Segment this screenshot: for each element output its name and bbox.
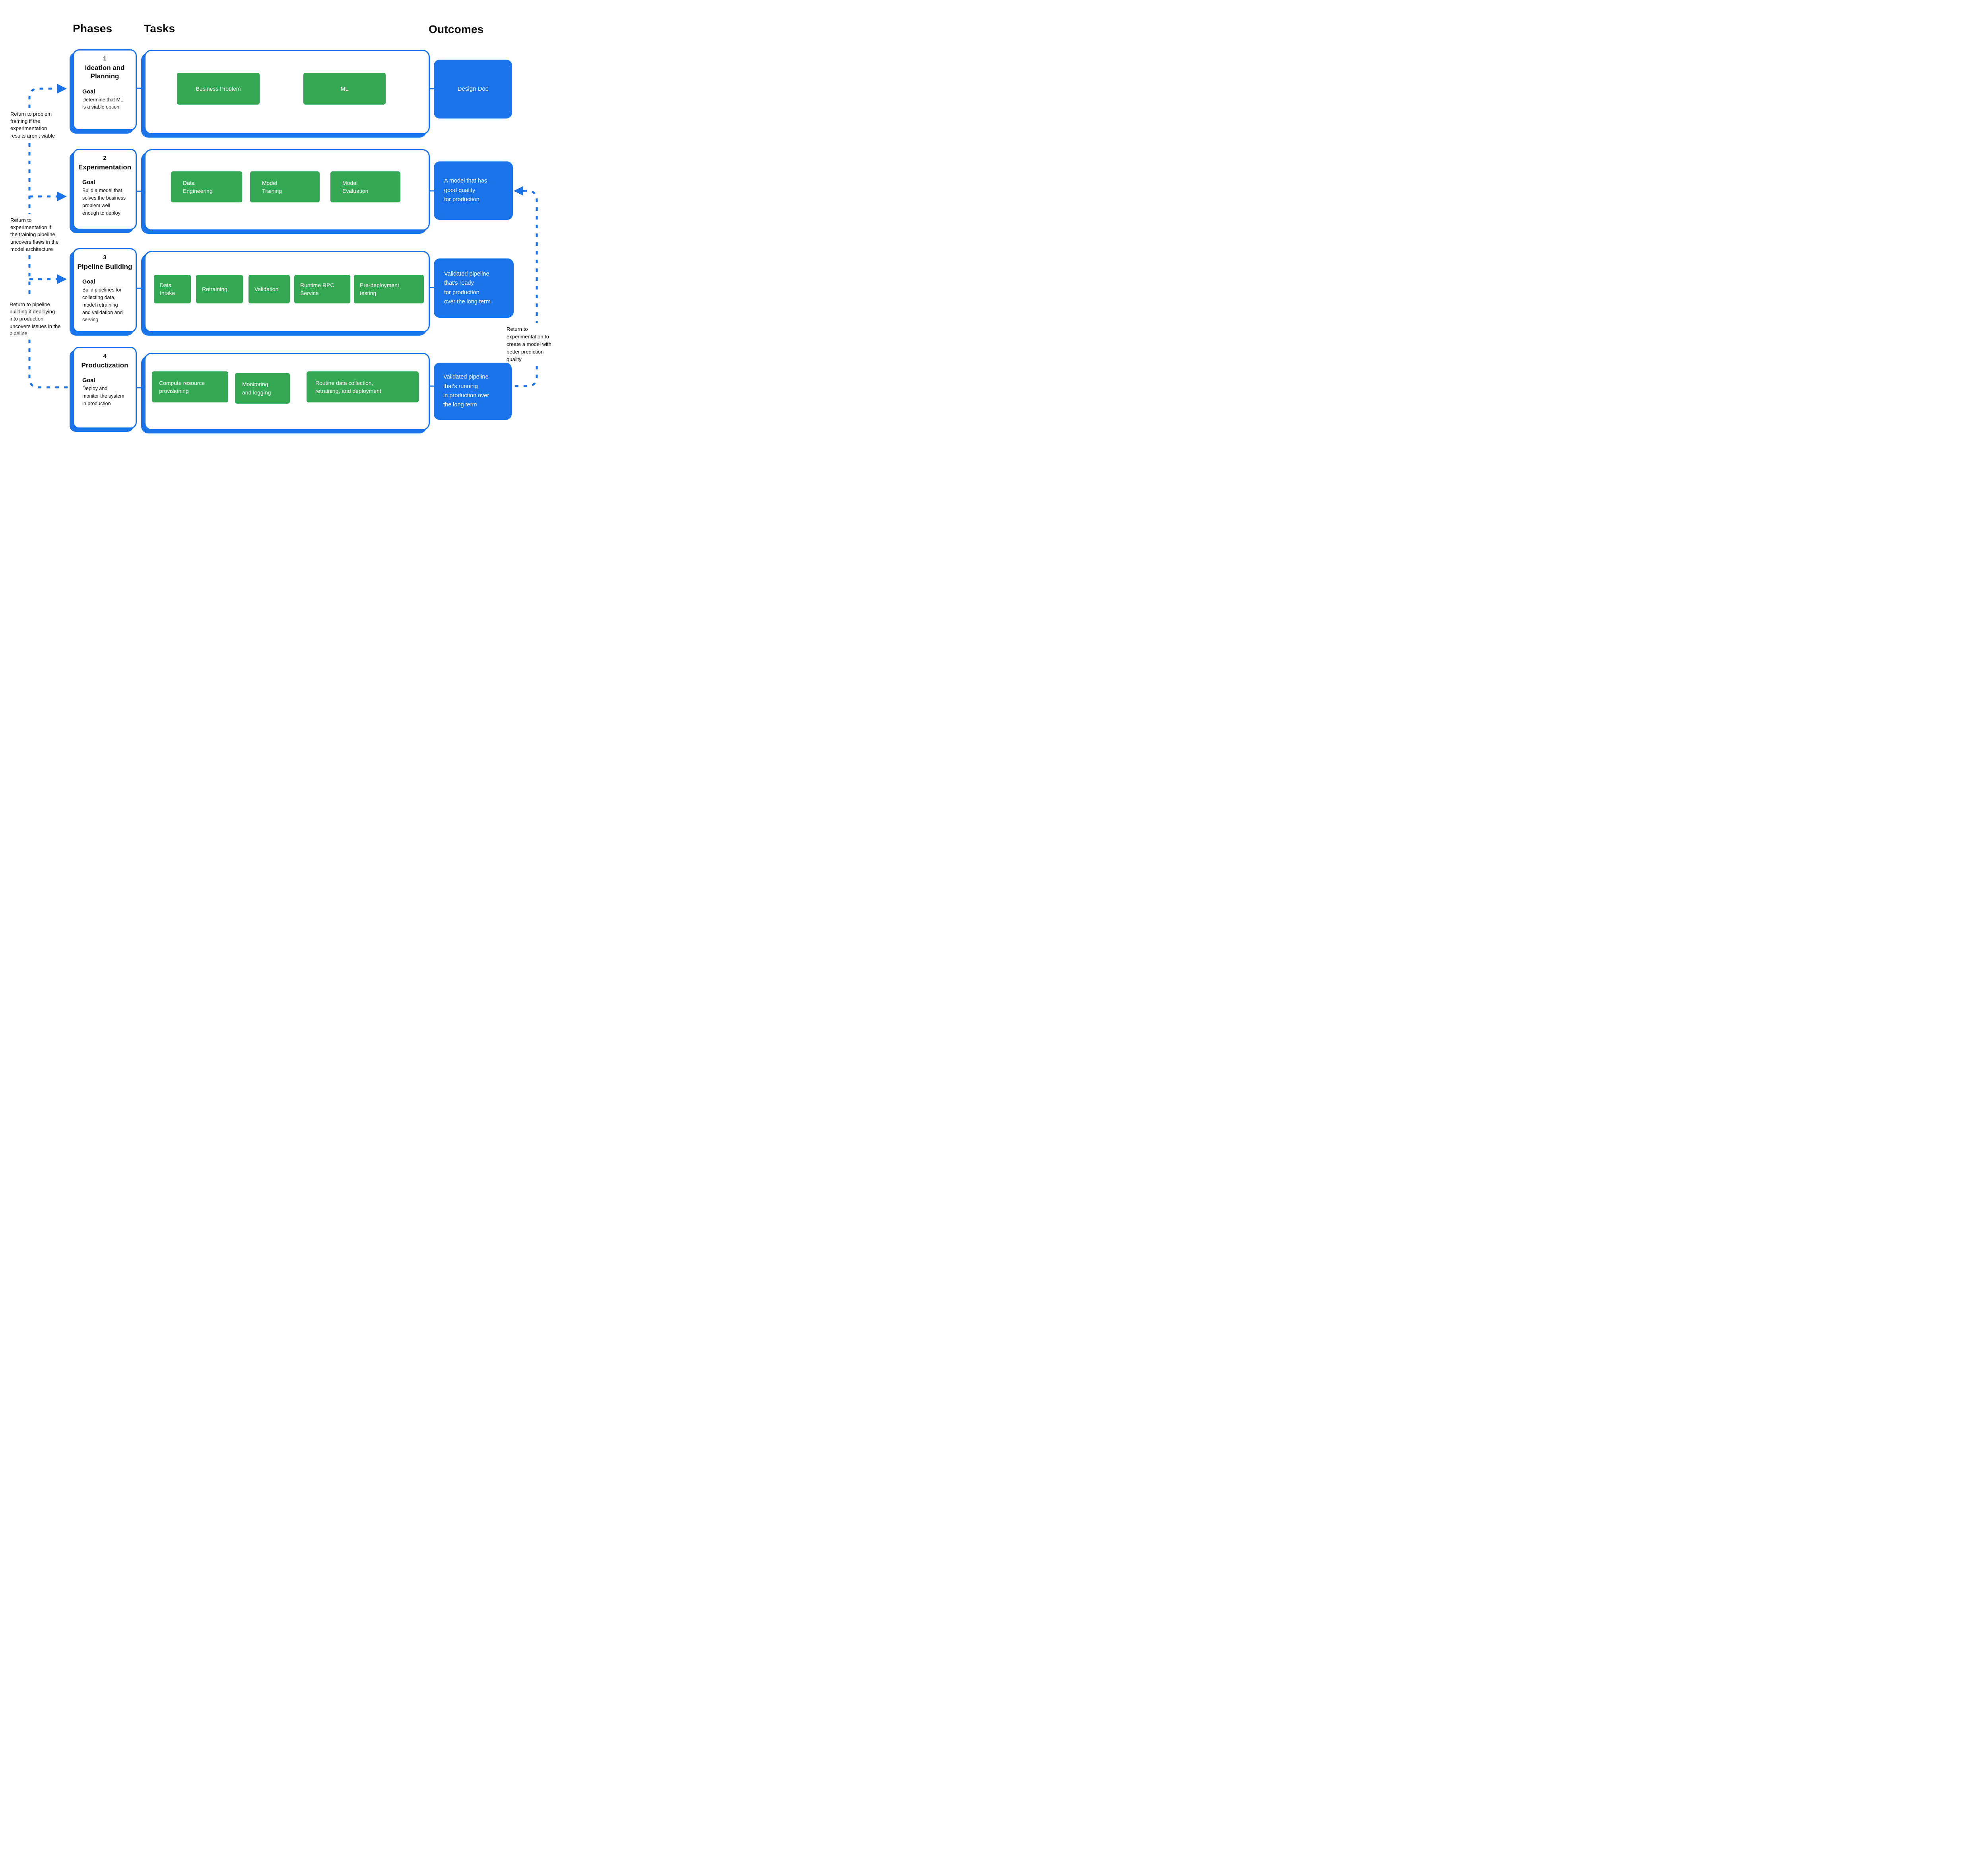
outcome-label: Validated pipeline that’s running in pro…: [443, 374, 489, 408]
task-label: Model Evaluation: [342, 179, 369, 194]
task-compute-resource-provisioning: Compute resource provisioning: [152, 371, 228, 402]
goal-label: Goal: [82, 179, 95, 186]
return-arrow-to-phase3-arrowhead-icon: [57, 274, 67, 284]
task-retraining: Retraining: [196, 275, 243, 303]
phase-title: Experimentation: [78, 163, 132, 171]
goal-text: Build a model that solves the business p…: [82, 188, 126, 216]
outcome-label: A model that has good quality for produc…: [444, 178, 487, 203]
task-data-intake: Data Intake: [154, 275, 191, 303]
task-label: Routine data collection, retraining, and…: [315, 379, 381, 394]
task-label: Retraining: [202, 286, 227, 292]
return-arrow-to-outcome2-arrowhead-icon: [514, 186, 523, 196]
task-label: Data Intake: [160, 282, 175, 296]
task-label: Runtime RPC Service: [300, 282, 334, 296]
phase-card-pipeline-building: 3 Pipeline Building Goal Build pipelines…: [73, 248, 137, 332]
phase-title: Ideation and Planning: [85, 64, 125, 80]
task-validation: Validation: [248, 275, 290, 303]
task-ml: ML: [303, 73, 386, 105]
phase-card-productization: 4 Productization Goal Deploy and monitor…: [73, 347, 137, 429]
task-model-training: Model Training: [250, 171, 320, 202]
outcome-validated-pipeline-running: Validated pipeline that’s running in pro…: [434, 363, 512, 420]
tasks-panel-ideation: Business Problem ML: [144, 50, 430, 134]
note-return-experimentation-flaws: Return to experimentation if the trainin…: [10, 217, 59, 252]
return-arrow-to-phase2-arrowhead-icon: [57, 192, 67, 201]
right-rail-segment-up: [523, 190, 538, 323]
tasks-panel-productization: Compute resource provisioning Monitoring…: [144, 353, 430, 430]
task-runtime-rpc-service: Runtime RPC Service: [294, 275, 350, 303]
ml-phases-diagram: Phases Tasks Outcomes: [0, 0, 564, 465]
outcome-design-doc: Design Doc: [434, 60, 512, 118]
goal-label: Goal: [82, 377, 95, 384]
return-arrow-to-phase1-arrowhead-icon: [57, 84, 67, 93]
right-rail-segment-from-outcome4: [514, 366, 538, 387]
phases-column-header: Phases: [73, 22, 113, 35]
task-pre-deployment-testing: Pre-deployment testing: [354, 275, 424, 303]
task-label: Business Problem: [196, 85, 241, 92]
phase-number: 4: [103, 353, 107, 359]
goal-text: Build pipelines for collecting data, mod…: [82, 287, 123, 323]
note-return-problem-framing: Return to problem framing if the experim…: [10, 111, 55, 139]
goal-text: Determine that ML is a viable option: [82, 97, 123, 110]
goal-label: Goal: [82, 88, 95, 95]
phase-title: Pipeline Building: [77, 263, 132, 270]
outcome-label: Design Doc: [457, 85, 489, 92]
phase-number: 2: [103, 155, 107, 161]
note-return-experimentation-prediction-quality: Return to experimentation to create a mo…: [507, 326, 551, 363]
task-label: ML: [340, 85, 349, 92]
phase-card-ideation-planning: 1 Ideation and Planning Goal Determine t…: [73, 49, 137, 130]
outcomes-column-header: Outcomes: [429, 23, 484, 35]
task-label: Validation: [254, 286, 279, 292]
task-label: Compute resource provisioning: [159, 379, 205, 394]
left-rail-segment-to-phase4: [28, 340, 70, 389]
task-data-engineering: Data Engineering: [171, 171, 242, 202]
phase-number: 1: [103, 55, 107, 62]
phase-card-experimentation: 2 Experimentation Goal Build a model tha…: [73, 149, 137, 230]
note-return-pipeline-building: Return to pipeline building if deploying…: [10, 301, 61, 336]
tasks-column-header: Tasks: [144, 22, 175, 35]
task-routine-data-collection-retraining-deployment: Routine data collection, retraining, and…: [307, 371, 419, 402]
phase-number: 3: [103, 254, 107, 261]
task-label: Model Training: [262, 179, 282, 194]
task-business-problem: Business Problem: [177, 73, 260, 105]
phase-title: Productization: [81, 361, 128, 369]
tasks-panel-experimentation: Data Engineering Model Training Model Ev…: [144, 149, 430, 231]
tasks-panel-pipeline-building: Data Intake Retraining Validation Runtim…: [144, 251, 430, 332]
task-label: Monitoring and logging: [242, 381, 271, 396]
task-label: Data Engineering: [183, 179, 213, 194]
task-label: Pre-deployment testing: [360, 282, 399, 296]
return-arrow-to-phase1: [28, 87, 57, 108]
goal-label: Goal: [82, 279, 95, 286]
task-model-evaluation: Model Evaluation: [330, 171, 400, 202]
outcome-validated-pipeline-ready: Validated pipeline that’s ready for prod…: [434, 258, 514, 318]
outcome-model-good-quality: A model that has good quality for produc…: [434, 161, 513, 220]
task-monitoring-and-logging: Monitoring and logging: [235, 373, 290, 404]
goal-text: Deploy and monitor the system in product…: [82, 386, 124, 406]
outcome-label: Validated pipeline that’s ready for prod…: [444, 270, 491, 305]
